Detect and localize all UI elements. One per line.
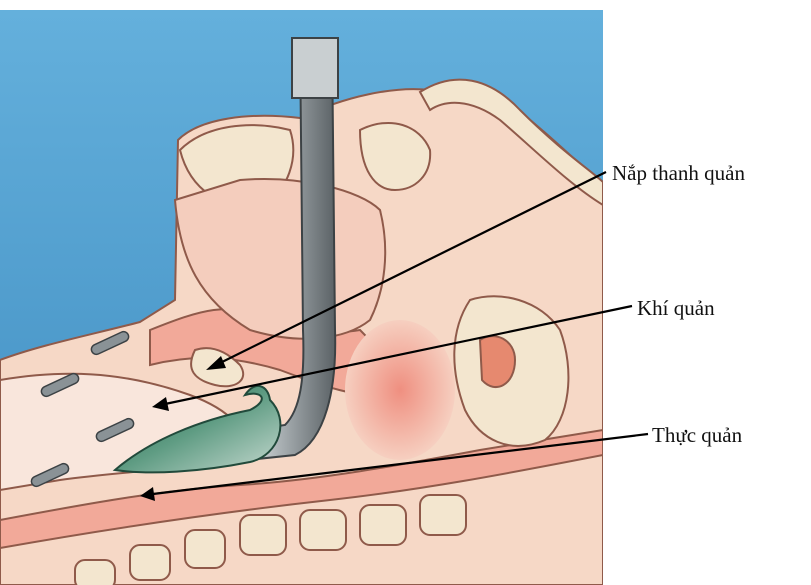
pharynx-tissue [345, 320, 455, 460]
label-esophagus: Thực quản [652, 425, 742, 446]
tube-connector [292, 38, 338, 98]
label-epiglottis: Nắp thanh quản [612, 163, 745, 184]
label-trachea: Khí quản [637, 298, 715, 319]
